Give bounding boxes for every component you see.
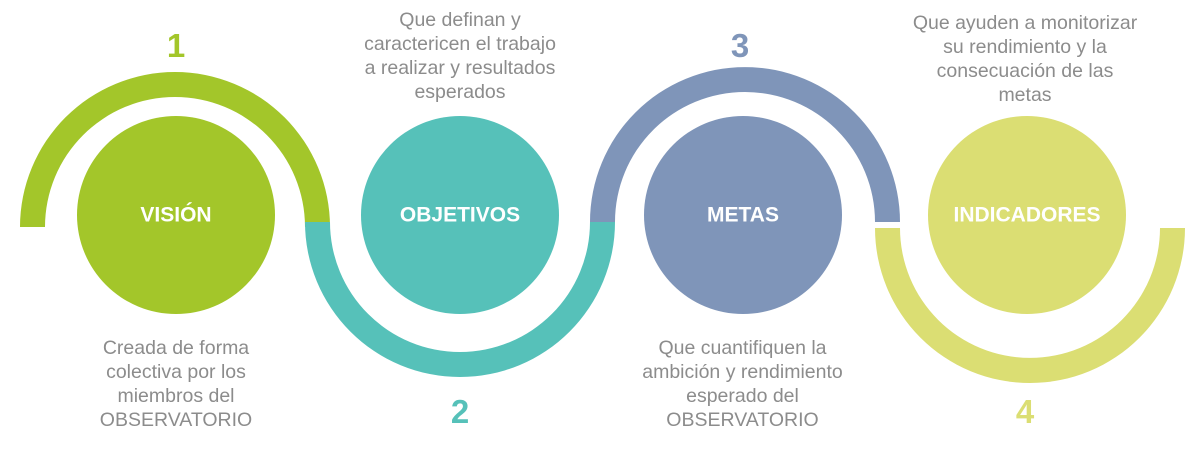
indicadores-label: INDICADORES [953, 204, 1100, 227]
step-number-1: 1 [167, 27, 185, 64]
objetivos-description: Que definan y caractericen el trabajo a … [364, 9, 556, 103]
indicadores-description: Que ayuden a monitorizar su rendimiento … [912, 12, 1138, 106]
metas-arc [590, 67, 900, 222]
step-number-2: 2 [451, 393, 469, 430]
objetivos-arc [305, 222, 615, 377]
objetivos-circle [361, 116, 559, 314]
indicadores-circle [928, 116, 1126, 314]
vision-arc [20, 72, 330, 227]
vision-description: Creada de forma colectiva por los miembr… [99, 337, 253, 431]
indicadores-arc [875, 228, 1185, 383]
objetivos-label: OBJETIVOS [400, 204, 520, 227]
metas-circle [644, 116, 842, 314]
metas-label: METAS [707, 204, 779, 227]
metas-description: Que cuantifiquen la ambición y rendimien… [642, 337, 843, 431]
step-number-4: 4 [1016, 393, 1035, 430]
step-number-3: 3 [731, 27, 749, 64]
vision-label: VISIÓN [140, 203, 211, 227]
vision-circle [77, 116, 275, 314]
